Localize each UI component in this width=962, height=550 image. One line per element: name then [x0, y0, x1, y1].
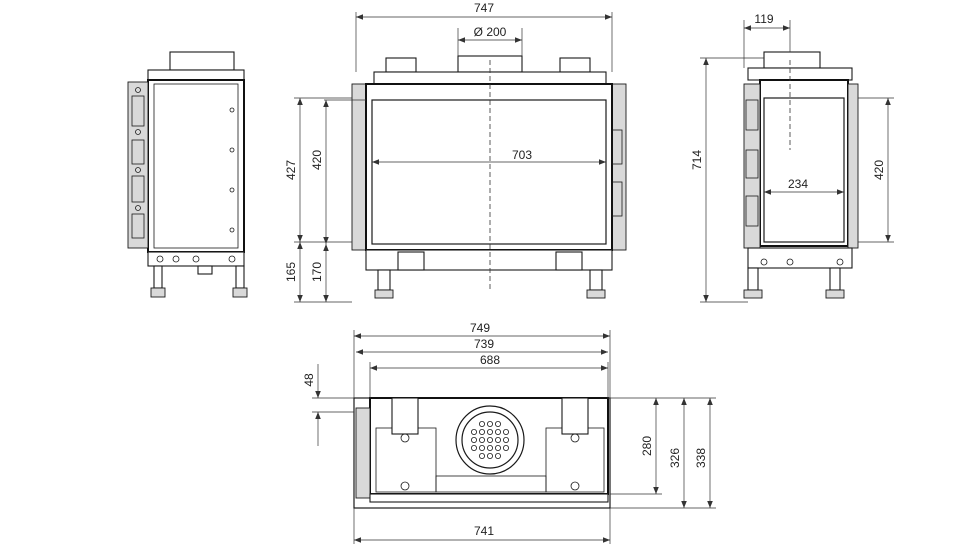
dim-front-427: 427 [284, 160, 298, 180]
dim-top-749: 749 [470, 321, 490, 335]
dim-top-741: 741 [474, 524, 494, 538]
flue-hole [470, 436, 477, 443]
flue-hole [494, 428, 501, 435]
dim-top-280: 280 [640, 436, 654, 456]
left-side-view [127, 51, 248, 298]
dim-top-739: 739 [474, 337, 494, 351]
flue-hole [478, 444, 485, 451]
flue-hole [486, 428, 493, 435]
flue-hole [478, 452, 485, 459]
dim-top-48: 48 [302, 373, 316, 387]
flue-hole [494, 436, 501, 443]
flue-hole [478, 428, 485, 435]
flue-hole [470, 444, 477, 451]
top-plan-view [353, 397, 611, 509]
dim-top-338: 338 [694, 448, 708, 468]
flue-hole [486, 420, 493, 427]
dim-flue-diameter: Ø 200 [474, 25, 507, 39]
flue-hole [494, 452, 501, 459]
flue-hole [502, 428, 509, 435]
dim-front-170: 170 [310, 262, 324, 282]
dimension-lines [294, 12, 894, 544]
dimension-labels: 747 Ø 200 703 427 165 420 170 119 714 23… [284, 1, 886, 538]
dim-front-165: 165 [284, 262, 298, 282]
flue-hole [478, 420, 485, 427]
right-side-view [743, 51, 859, 299]
flue-holes [470, 420, 509, 459]
flue-hole [486, 436, 493, 443]
dim-top-326: 326 [668, 448, 682, 468]
flue-hole [502, 444, 509, 451]
flue-hole [494, 420, 501, 427]
front-view [351, 55, 627, 299]
flue-hole [486, 452, 493, 459]
dim-side-119: 119 [754, 12, 773, 26]
dim-front-width: 747 [474, 1, 494, 15]
flue-hole [486, 444, 493, 451]
flue-hole [478, 436, 485, 443]
dim-side-420: 420 [872, 160, 886, 180]
dim-front-420: 420 [310, 150, 324, 170]
dim-side-234: 234 [788, 177, 808, 191]
dim-glass-width: 703 [512, 148, 532, 162]
flue-hole [470, 428, 477, 435]
flue-hole [502, 436, 509, 443]
dim-top-688: 688 [480, 353, 500, 367]
dim-side-714: 714 [690, 150, 704, 170]
flue-hole [494, 444, 501, 451]
